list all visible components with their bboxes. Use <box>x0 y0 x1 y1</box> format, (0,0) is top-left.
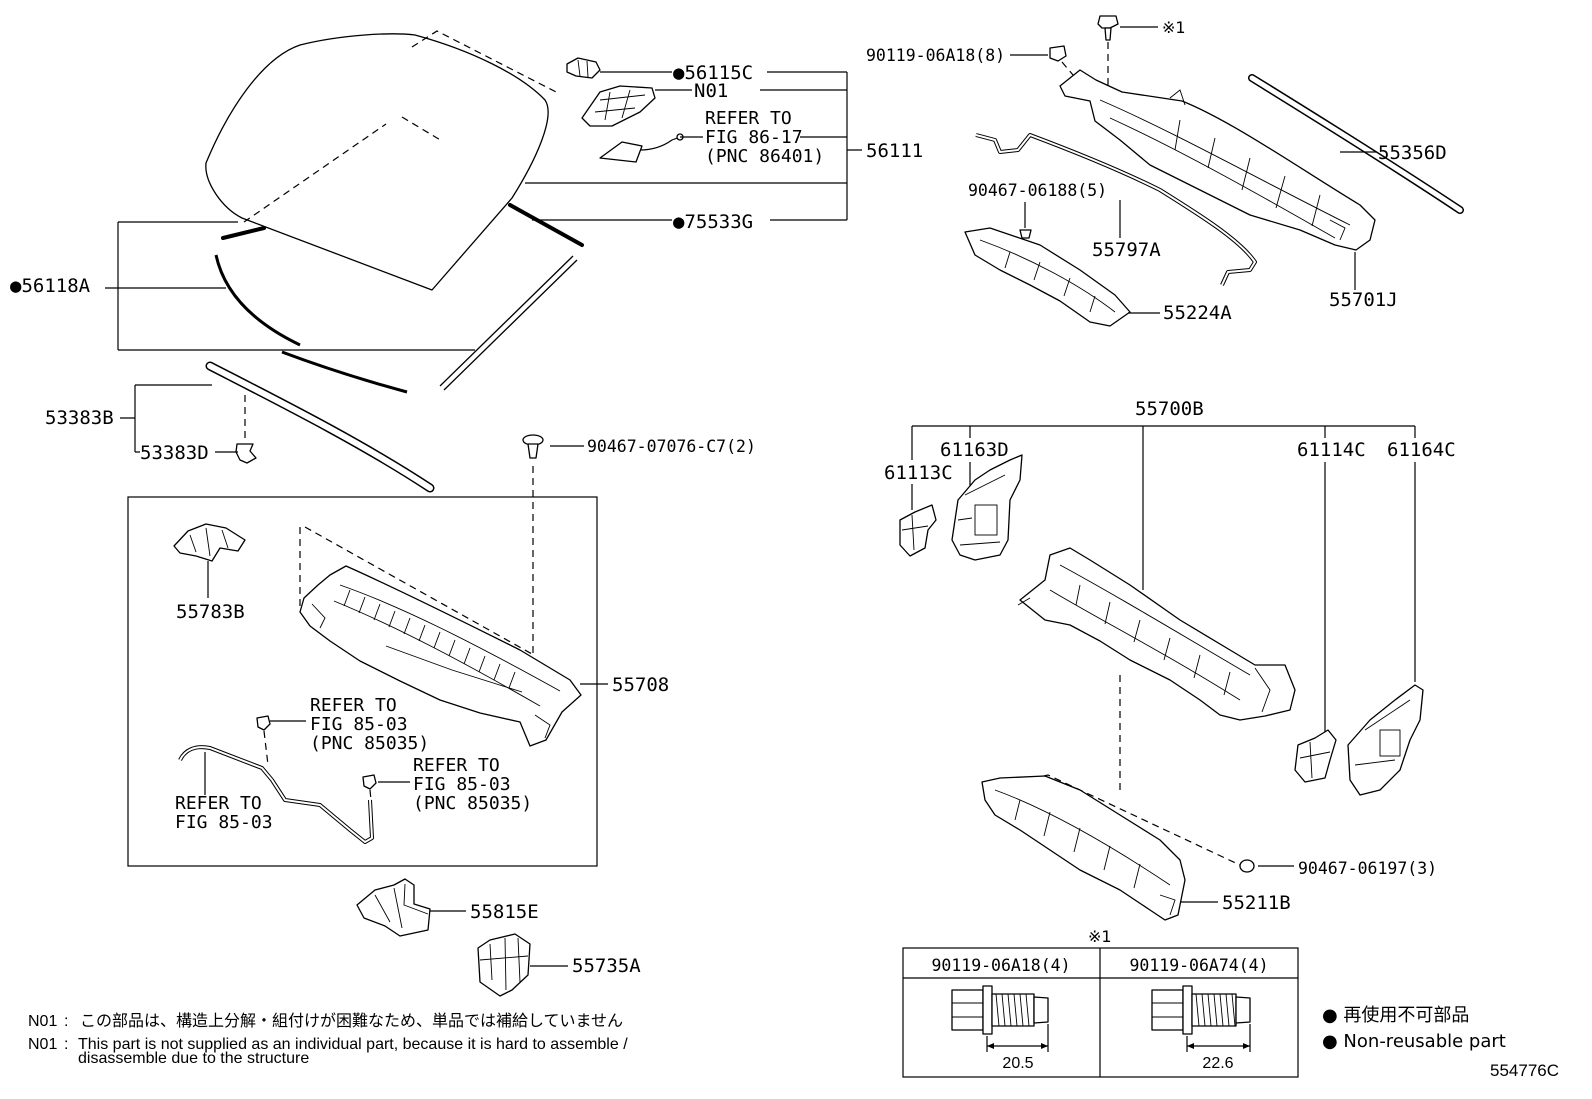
callout-53383D[interactable]: 53383D <box>140 442 209 464</box>
callout-55356D[interactable]: 55356D <box>1378 142 1447 164</box>
windshield-molding-set <box>214 203 584 394</box>
callout-55211B[interactable]: 55211B <box>1222 892 1291 914</box>
callout-55797A[interactable]: 55797A <box>1092 239 1161 261</box>
ref-c-line1: REFER TO <box>175 793 262 814</box>
note-text-en: This part is not supplied as an individu… <box>78 1036 628 1053</box>
note-code-jp: N01 <box>28 1013 57 1030</box>
callout-55700B[interactable]: 55700B <box>1135 398 1204 420</box>
cowl-top-panel-part <box>299 526 608 747</box>
panel-61164C-part <box>1347 684 1424 796</box>
ref-a-line3: (PNC 85035) <box>310 733 429 754</box>
bolt-a18-length: 20.5 <box>1002 1055 1033 1072</box>
cowl-cover-part <box>477 933 568 997</box>
cowl-louver-part <box>964 227 1160 327</box>
callout-55701J[interactable]: 55701J <box>1329 289 1398 311</box>
cowl-top-bracket-part <box>173 523 246 598</box>
panel-61114C-part <box>1294 729 1337 783</box>
cowl-sub-assy-part <box>1017 547 1296 721</box>
cowl-top-assembly-frame <box>127 496 598 867</box>
weatherstrip-clip-part <box>235 395 257 464</box>
callout-55815E[interactable]: 55815E <box>470 901 539 923</box>
sensor-ref-line3: (PNC 86401) <box>705 146 824 167</box>
bracket-61113C-part <box>899 504 937 557</box>
callout-90467-07076[interactable]: 90467-07076-C7(2) <box>587 437 756 456</box>
callout-61113C[interactable]: 61113C <box>884 462 953 484</box>
legend-non-reusable-jp: ● 再使用不可部品 <box>1322 1005 1469 1026</box>
star-bolt-part <box>1097 15 1158 100</box>
note-code-en: N01 <box>28 1036 57 1053</box>
cowl-panel-part <box>1059 69 1376 290</box>
ref-b-line3: (PNC 85035) <box>413 793 532 814</box>
callout-61114C[interactable]: 61114C <box>1297 439 1366 461</box>
note-text-jp: この部品は、構造上分解・組付けが困難なため、単品では補給していません <box>80 1012 623 1030</box>
windshield-glass <box>205 30 561 291</box>
callout-53383B[interactable]: 53383B <box>45 407 114 429</box>
star-mark-table: ※1 <box>1088 927 1112 946</box>
ref-a-line1: REFER TO <box>310 695 397 716</box>
lower-cowl-clip-part <box>1239 859 1294 873</box>
cowl-hose-part <box>975 133 1257 286</box>
note-separator-en: : <box>64 1036 68 1053</box>
callout-56115C[interactable]: ●56115C <box>673 62 753 84</box>
ref-c-line2[interactable]: FIG 85-03 <box>175 812 273 833</box>
cowl-louver-clip-part <box>1019 202 1032 239</box>
ref-b-line2[interactable]: FIG 85-03 <box>413 774 511 795</box>
bolt-a18-drawing <box>951 985 1049 1052</box>
bolt-table <box>902 947 1299 1078</box>
bolt-a74-drawing <box>1151 985 1251 1052</box>
bolt-table-header-1[interactable]: 90119-06A18(4) <box>931 956 1070 975</box>
windshield-leader-lines <box>105 71 862 351</box>
star-mark-top: ※1 <box>1162 18 1186 37</box>
callout-75533G[interactable]: ●75533G <box>673 211 753 233</box>
ref-a-line2[interactable]: FIG 85-03 <box>310 714 408 735</box>
ref-b-line1: REFER TO <box>413 755 500 776</box>
panel-61163D-part <box>951 454 1023 561</box>
weatherstrip-part <box>205 361 435 493</box>
weatherstrip-leader-lines <box>120 384 238 453</box>
callout-61163D[interactable]: 61163D <box>940 439 1009 461</box>
note-separator-jp: : <box>64 1013 68 1030</box>
callout-90119-06A18-8[interactable]: 90119-06A18(8) <box>866 46 1005 65</box>
diagram-code: 554776C <box>1490 1061 1559 1080</box>
note-text-en-line2: disassemble due to the structure <box>78 1050 309 1067</box>
callout-56111[interactable]: 56111 <box>866 140 923 162</box>
callout-90467-06197[interactable]: 90467-06197(3) <box>1298 859 1437 878</box>
cowl-brace-part <box>356 878 466 937</box>
lower-cowl-panel-part <box>981 675 1243 921</box>
callout-55735A[interactable]: 55735A <box>572 955 641 977</box>
callout-N01[interactable]: N01 <box>694 80 728 102</box>
rain-sensor-part <box>599 133 684 163</box>
n01-bracket-part <box>581 85 656 127</box>
callout-55783B[interactable]: 55783B <box>176 601 245 623</box>
washer-hose-part <box>178 715 410 844</box>
bolt-table-header-2[interactable]: 90119-06A74(4) <box>1129 956 1268 975</box>
callout-90467-06188[interactable]: 90467-06188(5) <box>968 181 1107 200</box>
sub-assy-leader-lines <box>911 425 1416 735</box>
callout-55224A[interactable]: 55224A <box>1163 302 1232 324</box>
mirror-bracket-part <box>566 57 601 79</box>
callout-55708[interactable]: 55708 <box>612 674 669 696</box>
bolt-a74-length: 22.6 <box>1202 1055 1233 1072</box>
callout-61164C[interactable]: 61164C <box>1387 439 1456 461</box>
callout-56118A[interactable]: ●56118A <box>10 275 91 297</box>
sensor-ref-line1: REFER TO <box>705 108 792 129</box>
cowl-seal-part <box>1248 74 1464 214</box>
sensor-ref-line2[interactable]: FIG 86-17 <box>705 127 803 148</box>
legend-non-reusable-en: ● Non-reusable part <box>1322 1031 1506 1052</box>
